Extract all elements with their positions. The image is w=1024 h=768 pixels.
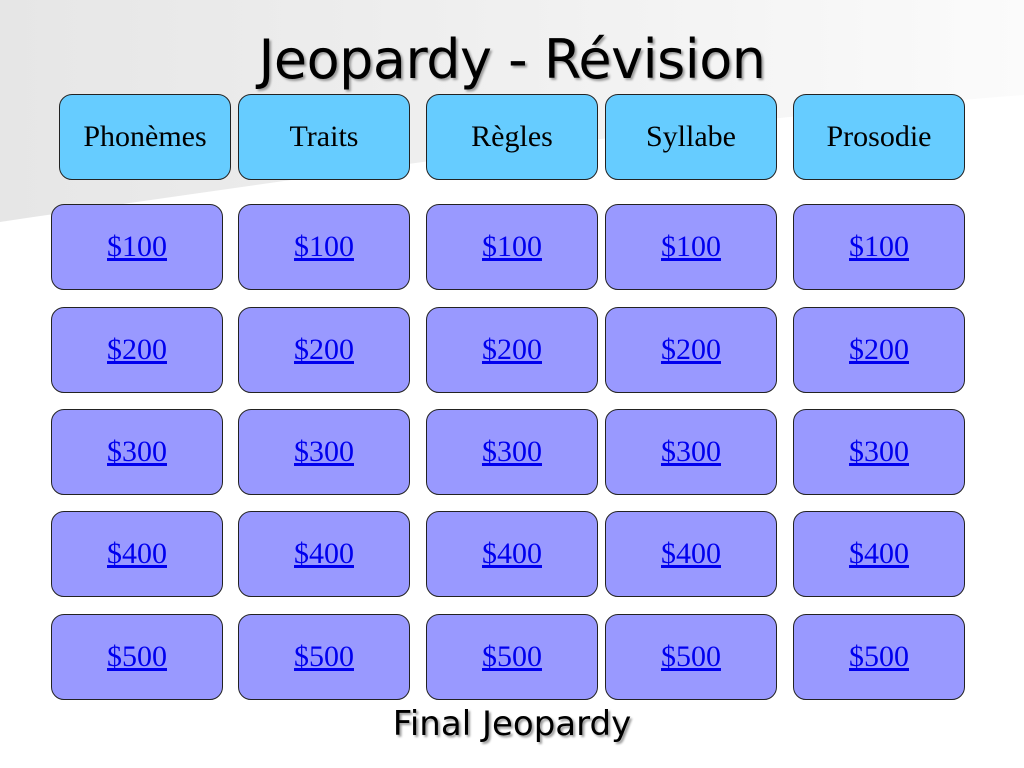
question-tile[interactable]: $400 xyxy=(605,511,777,597)
page-title: Jeopardy - Révision xyxy=(258,28,766,91)
question-tile[interactable]: $100 xyxy=(426,204,598,290)
question-link[interactable]: $400 xyxy=(294,537,354,570)
category-header: Phonèmes xyxy=(59,94,231,180)
question-tile[interactable]: $500 xyxy=(426,614,598,700)
question-link[interactable]: $500 xyxy=(107,640,167,673)
question-link[interactable]: $200 xyxy=(661,333,721,366)
question-link[interactable]: $100 xyxy=(661,230,721,263)
question-tile[interactable]: $300 xyxy=(426,409,598,495)
question-tile[interactable]: $100 xyxy=(605,204,777,290)
question-link[interactable]: $300 xyxy=(294,435,354,468)
question-tile[interactable]: $200 xyxy=(605,307,777,393)
question-tile[interactable]: $400 xyxy=(51,511,223,597)
question-link[interactable]: $200 xyxy=(107,333,167,366)
question-link[interactable]: $500 xyxy=(849,640,909,673)
question-link[interactable]: $200 xyxy=(849,333,909,366)
question-link[interactable]: $200 xyxy=(294,333,354,366)
question-tile[interactable]: $500 xyxy=(51,614,223,700)
question-link[interactable]: $300 xyxy=(107,435,167,468)
question-link[interactable]: $100 xyxy=(107,230,167,263)
question-tile[interactable]: $400 xyxy=(426,511,598,597)
question-tile[interactable]: $100 xyxy=(793,204,965,290)
category-header: Traits xyxy=(238,94,410,180)
question-tile[interactable]: $200 xyxy=(426,307,598,393)
question-tile[interactable]: $200 xyxy=(793,307,965,393)
question-tile[interactable]: $300 xyxy=(238,409,410,495)
question-tile[interactable]: $500 xyxy=(238,614,410,700)
question-link[interactable]: $400 xyxy=(482,537,542,570)
question-tile[interactable]: $400 xyxy=(793,511,965,597)
question-tile[interactable]: $300 xyxy=(793,409,965,495)
question-link[interactable]: $300 xyxy=(661,435,721,468)
question-link[interactable]: $100 xyxy=(482,230,542,263)
category-header: Règles xyxy=(426,94,598,180)
question-tile[interactable]: $500 xyxy=(605,614,777,700)
question-link[interactable]: $500 xyxy=(661,640,721,673)
question-link[interactable]: $200 xyxy=(482,333,542,366)
question-link[interactable]: $100 xyxy=(294,230,354,263)
question-tile[interactable]: $100 xyxy=(51,204,223,290)
question-link[interactable]: $300 xyxy=(482,435,542,468)
question-tile[interactable]: $500 xyxy=(793,614,965,700)
question-link[interactable]: $100 xyxy=(849,230,909,263)
question-tile[interactable]: $300 xyxy=(605,409,777,495)
question-tile[interactable]: $300 xyxy=(51,409,223,495)
question-link[interactable]: $400 xyxy=(849,537,909,570)
final-jeopardy-link[interactable]: Final Jeopardy xyxy=(392,704,632,744)
question-tile[interactable]: $200 xyxy=(51,307,223,393)
question-link[interactable]: $500 xyxy=(294,640,354,673)
question-link[interactable]: $400 xyxy=(107,537,167,570)
question-link[interactable]: $500 xyxy=(482,640,542,673)
question-link[interactable]: $300 xyxy=(849,435,909,468)
question-tile[interactable]: $200 xyxy=(238,307,410,393)
question-tile[interactable]: $100 xyxy=(238,204,410,290)
category-header: Prosodie xyxy=(793,94,965,180)
category-header: Syllabe xyxy=(605,94,777,180)
question-tile[interactable]: $400 xyxy=(238,511,410,597)
question-link[interactable]: $400 xyxy=(661,537,721,570)
